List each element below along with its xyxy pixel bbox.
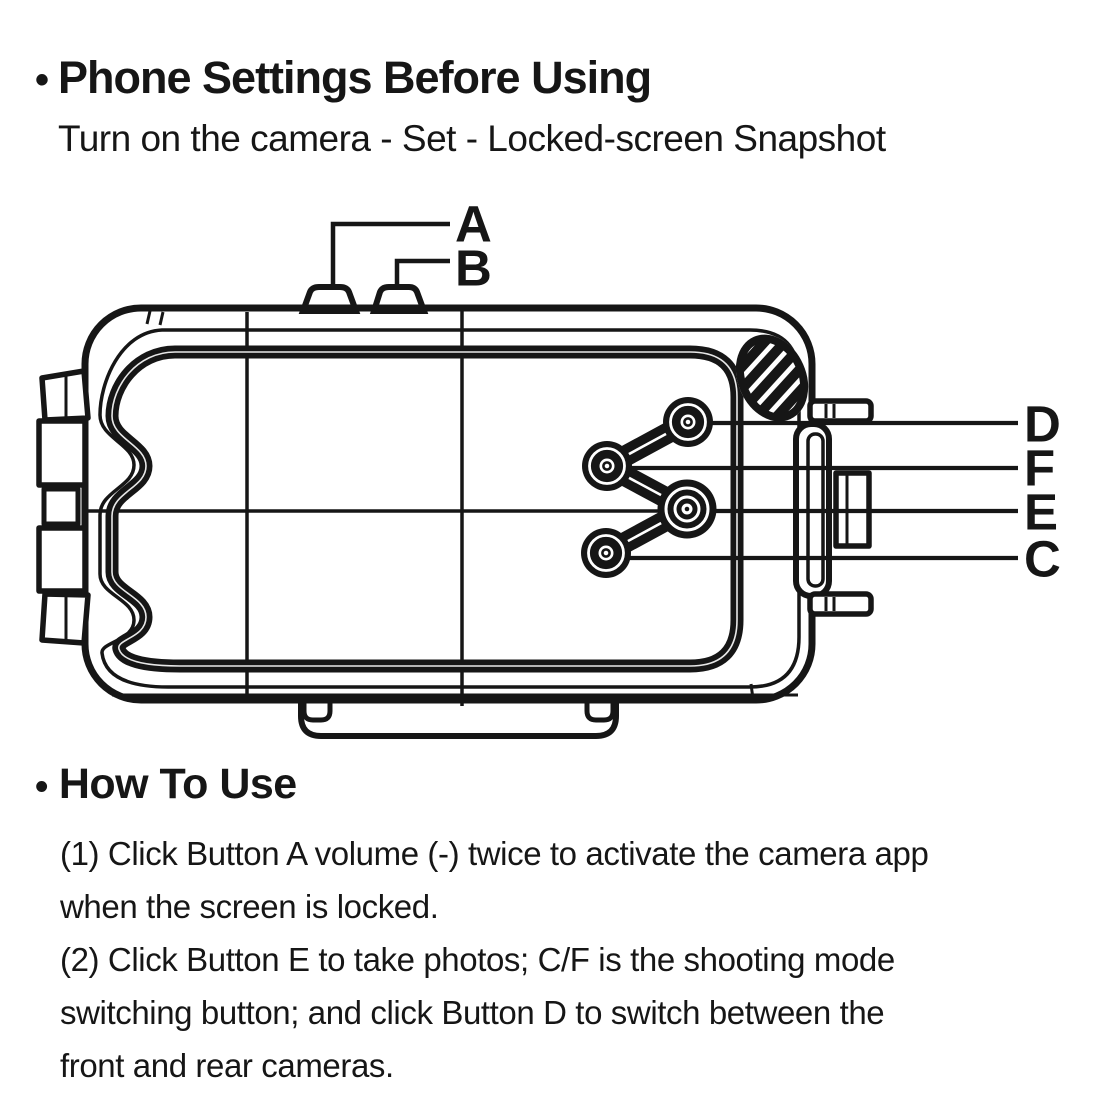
- seal-centerline: [111, 351, 738, 667]
- foot-hook-left: [301, 702, 333, 723]
- lens-outline: [735, 334, 809, 422]
- left-latch-mid-2: [41, 486, 81, 527]
- settings-subtitle: Turn on the camera - Set - Locked-screen…: [58, 118, 886, 159]
- instruction-line: (1) Click Button A volume (-) twice to a…: [60, 835, 929, 872]
- callout-label-c: C: [1024, 531, 1061, 588]
- bullet-icon: •: [35, 765, 48, 808]
- top-callout-lines: [330, 221, 450, 295]
- right-latch-top-ticks: [824, 404, 836, 418]
- settings-title: Phone Settings Before Using: [58, 52, 652, 103]
- how-to-use-heading: • How To Use: [35, 760, 928, 809]
- instruction-line: (2) Click Button E to take photos; C/F i…: [60, 941, 895, 978]
- case-inner-wall: [98, 328, 801, 689]
- settings-heading: • Phone Settings Before Using: [35, 52, 886, 104]
- right-latch: [793, 398, 874, 617]
- bullet-icon: •: [35, 58, 49, 102]
- how-to-use-section: • How To Use (1) Click Button A volume (…: [35, 760, 929, 1092]
- back-window-grid: [87, 309, 740, 706]
- foot-outline: [298, 697, 619, 739]
- button-c: [581, 528, 631, 578]
- how-to-use-body: (1) Click Button A volume (-) twice to a…: [60, 827, 929, 1092]
- instruction-line: front and rear cameras.: [60, 1047, 394, 1084]
- callout-line-b: [394, 258, 450, 290]
- right-latch-bottom-ticks: [824, 597, 836, 611]
- callout-label-d: D: [1024, 396, 1061, 453]
- instruction-line: when the screen is locked.: [60, 888, 439, 925]
- button-d: [663, 397, 713, 447]
- left-latch: [36, 368, 91, 646]
- button-cluster-bars: [584, 411, 710, 564]
- callout-label-e: E: [1024, 484, 1058, 541]
- callout-label-f: F: [1024, 440, 1055, 497]
- instruction-line: switching button; and click Button D to …: [60, 994, 885, 1031]
- foot-hook-right: [584, 702, 616, 723]
- phone-case-diagram: A B: [36, 196, 1061, 739]
- button-f: [582, 441, 632, 491]
- right-latch-bottom-tab: [807, 591, 874, 617]
- left-latch-mid-3: [36, 525, 88, 594]
- button-e-shutter: [657, 479, 717, 539]
- right-latch-top-tab: [807, 398, 874, 424]
- left-latch-mid-1: [36, 418, 88, 488]
- cluster-bars-stripe: [604, 420, 690, 555]
- seal-gasket: [105, 345, 744, 673]
- callout-label-b: B: [455, 240, 492, 297]
- settings-section: • Phone Settings Before Using Turn on th…: [35, 52, 886, 160]
- how-to-use-title: How To Use: [58, 760, 297, 808]
- side-callout-lines: [628, 420, 1018, 561]
- bottom-foot: [298, 697, 619, 739]
- callout-line-a: [330, 221, 450, 295]
- callout-label-a: A: [455, 196, 492, 253]
